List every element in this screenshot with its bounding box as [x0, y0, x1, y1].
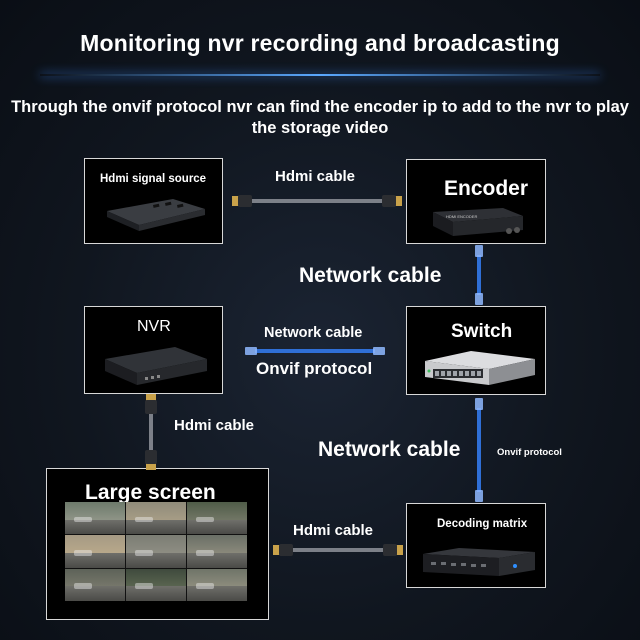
network-cable-encoder-switch — [475, 245, 483, 305]
decoding-matrix-box: Decoding matrix — [406, 503, 546, 588]
network-cable-label-middle: Network cable — [264, 325, 363, 341]
decoding-matrix-device-icon — [423, 548, 535, 576]
encoder-box: Encoder HDMI ENCODER — [406, 159, 546, 244]
page-title: Monitoring nvr recording and broadcastin… — [80, 30, 560, 56]
switch-device-icon — [425, 351, 535, 385]
video-feed-5 — [126, 535, 186, 568]
title-divider — [40, 74, 600, 76]
onvif-protocol-label-lower: Onvif protocol — [497, 447, 562, 458]
encoder-label: Encoder — [444, 177, 529, 200]
hdmi-splitter-device-icon — [107, 199, 205, 231]
video-feed-9 — [187, 568, 247, 601]
nvr-label: NVR — [137, 318, 171, 335]
encoder-device-text: HDMI ENCODER — [446, 214, 478, 219]
hdmi-cable-label-top: Hdmi cable — [275, 168, 356, 185]
video-feed-1 — [65, 502, 125, 535]
onvif-protocol-label-middle: Onvif protocol — [256, 359, 373, 378]
video-feed-3 — [187, 502, 247, 535]
hdmi-cable-nvr-screen — [145, 394, 157, 470]
encoder-device-icon — [433, 208, 523, 236]
switch-box: Switch — [406, 306, 546, 395]
hdmi-cable-source-encoder — [232, 195, 402, 207]
large-screen-label: Large screen — [85, 481, 216, 504]
video-feed-8 — [126, 568, 186, 601]
network-cable-label-lower: Network cable — [318, 438, 461, 461]
hdmi-cable-label-bottom: Hdmi cable — [293, 522, 374, 539]
nvr-box: NVR — [84, 306, 223, 394]
large-screen-box: Large screen — [46, 468, 269, 620]
network-cable-switch-matrix — [475, 398, 483, 502]
video-feed-4 — [65, 535, 125, 568]
switch-label: Switch — [451, 321, 513, 342]
decoding-matrix-label: Decoding matrix — [437, 518, 528, 530]
hdmi-cable-label-left: Hdmi cable — [174, 417, 255, 434]
hdmi-source-box: Hdmi signal source — [84, 158, 223, 244]
network-cable-label-upper: Network cable — [299, 264, 442, 287]
video-feed-7 — [65, 568, 125, 601]
hdmi-source-label: Hdmi signal source — [100, 173, 207, 185]
surveillance-video-wall — [65, 502, 247, 601]
video-feed-6 — [187, 535, 247, 568]
nvr-device-icon — [105, 347, 207, 385]
hdmi-cable-matrix-screen — [273, 544, 403, 556]
video-feed-2 — [126, 502, 186, 535]
page-subtitle: Through the onvif protocol nvr can find … — [11, 98, 629, 137]
network-cable-nvr-switch — [245, 347, 385, 355]
